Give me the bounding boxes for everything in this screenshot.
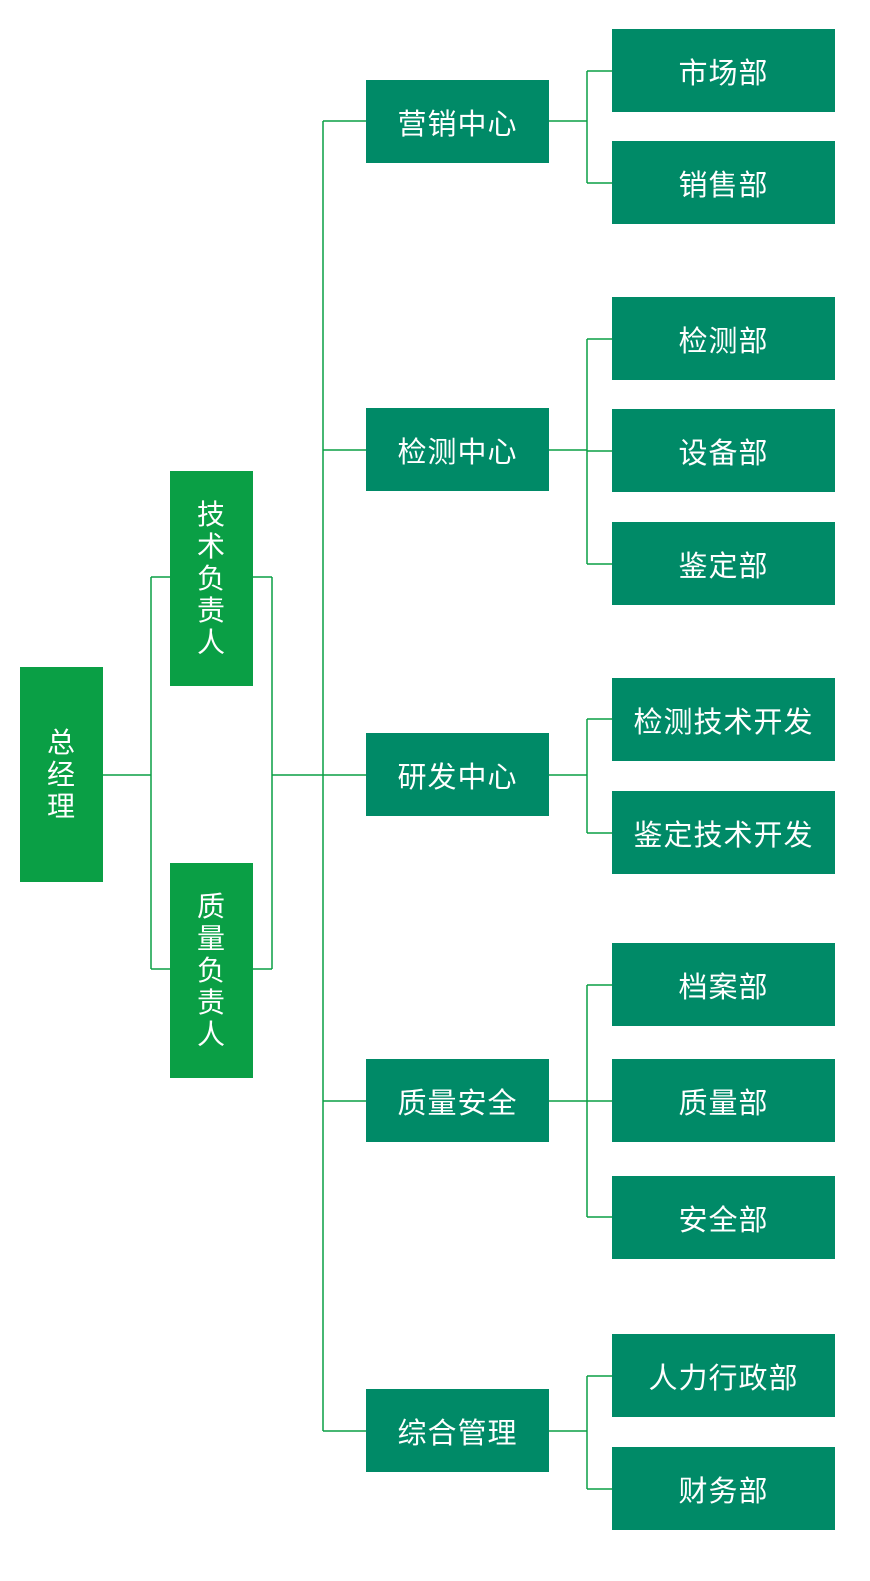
department-box-appraisal: 鉴定部 — [612, 522, 835, 605]
center-box-quality-safety: 质量安全 — [366, 1059, 549, 1142]
department-box-finance: 财务部 — [612, 1447, 835, 1530]
center-label: 营销中心 — [397, 106, 518, 141]
department-box-market: 市场部 — [612, 29, 835, 112]
department-box-sales: 销售部 — [612, 141, 835, 224]
department-label: 设备部 — [678, 435, 769, 470]
general-manager-label: 总经理 — [46, 725, 76, 823]
quality-director-box: 质量负责人 — [170, 863, 253, 1078]
department-label: 安全部 — [678, 1202, 769, 1237]
department-box-equipment: 设备部 — [612, 409, 835, 492]
department-box-quality: 质量部 — [612, 1059, 835, 1142]
center-label: 检测中心 — [397, 434, 518, 469]
department-box-hr-admin: 人力行政部 — [612, 1334, 835, 1417]
technical-director-label: 技术负责人 — [196, 497, 226, 659]
quality-director-label: 质量负责人 — [196, 889, 226, 1051]
department-box-archives: 档案部 — [612, 943, 835, 1026]
department-label: 鉴定技术开发 — [633, 817, 814, 852]
center-box-testing: 检测中心 — [366, 408, 549, 491]
center-label: 质量安全 — [397, 1085, 518, 1120]
department-box-appraisal-tech-dev: 鉴定技术开发 — [612, 791, 835, 874]
center-box-marketing: 营销中心 — [366, 80, 549, 163]
department-box-safety: 安全部 — [612, 1176, 835, 1259]
department-label: 市场部 — [678, 55, 769, 90]
department-label: 档案部 — [678, 969, 769, 1004]
center-box-rnd: 研发中心 — [366, 733, 549, 816]
department-label: 财务部 — [678, 1473, 769, 1508]
department-box-testing-tech-dev: 检测技术开发 — [612, 678, 835, 761]
center-box-admin: 综合管理 — [366, 1389, 549, 1472]
department-label: 销售部 — [678, 167, 769, 202]
center-label: 研发中心 — [397, 759, 518, 794]
technical-director-box: 技术负责人 — [170, 471, 253, 686]
department-label: 鉴定部 — [678, 548, 769, 583]
department-label: 检测部 — [678, 323, 769, 358]
department-label: 质量部 — [678, 1085, 769, 1120]
department-label: 检测技术开发 — [633, 704, 814, 739]
department-box-testing: 检测部 — [612, 297, 835, 380]
center-label: 综合管理 — [397, 1415, 518, 1450]
general-manager-box: 总经理 — [20, 667, 103, 882]
department-label: 人力行政部 — [648, 1360, 799, 1395]
